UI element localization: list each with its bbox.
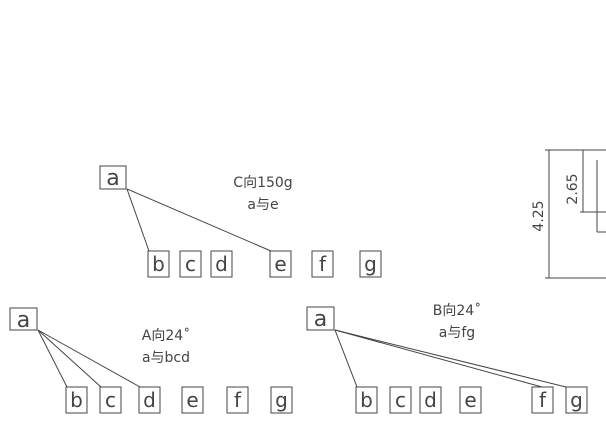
connector-a-b [334, 329, 358, 388]
node-d-label: d [215, 252, 228, 276]
node-g-label: g [275, 388, 288, 412]
node-d-label: d [424, 388, 437, 412]
node-d-label: d [143, 388, 156, 412]
caption-direction: C向150g [233, 175, 292, 191]
node-c-label: c [185, 252, 196, 276]
caption-pair: a与fg [439, 325, 475, 341]
node-c-label: c [395, 388, 406, 412]
node-c-label: c [105, 388, 116, 412]
group-a: a b c d e f g A向24˚ a与bcd [9, 307, 293, 414]
dim-value-inner: 2.65 [565, 173, 581, 204]
node-g [359, 250, 382, 278]
node-a-label: a [106, 166, 119, 191]
node-a [9, 307, 38, 331]
caption-direction: B向24˚ [433, 302, 481, 319]
node-b-label: b [70, 388, 83, 412]
node-f [226, 386, 249, 414]
group-c: a b c d e f g C向150g a与e [99, 165, 382, 278]
node-f [531, 386, 554, 414]
connector-a-b [37, 329, 68, 388]
node-b [65, 386, 88, 414]
node-f-label: f [539, 388, 547, 412]
node-d [210, 250, 233, 278]
node-b-label: b [360, 388, 373, 412]
node-e [269, 250, 292, 278]
node-a-label: a [314, 307, 327, 332]
connector-a-c [37, 329, 102, 388]
node-g-label: g [364, 252, 377, 276]
node-b [147, 250, 170, 278]
node-g [270, 386, 293, 414]
node-e [181, 386, 204, 414]
node-e-label: e [274, 252, 286, 276]
caption-direction: A向24˚ [142, 327, 190, 344]
connector-a-d [37, 329, 141, 388]
node-g [565, 386, 588, 414]
node-d [138, 386, 161, 414]
group-b: a b c d e f g B向24˚ a与fg [306, 302, 588, 414]
node-g-label: g [570, 388, 583, 412]
caption-pair: a与bcd [142, 350, 190, 366]
caption-pair: a与e [247, 197, 278, 213]
node-f [311, 250, 334, 278]
node-a [306, 306, 335, 331]
connector-a-g [334, 329, 567, 388]
node-c [389, 386, 412, 414]
node-c [179, 250, 202, 278]
connector-a-f [334, 329, 543, 388]
connector-a-e [126, 188, 272, 252]
node-f-label: f [319, 252, 327, 276]
dim-value-outer: 4.25 [531, 200, 547, 231]
dimension-annotation: 4.25 2.65 [531, 149, 606, 279]
node-b [355, 386, 378, 414]
node-e [459, 386, 482, 414]
node-a-label: a [17, 308, 30, 333]
node-c [99, 386, 122, 414]
connector-a-b [126, 188, 150, 252]
node-a [99, 165, 127, 190]
node-e-label: e [186, 388, 198, 412]
node-b-label: b [152, 252, 165, 276]
node-e-label: e [464, 388, 476, 412]
node-f-label: f [234, 388, 242, 412]
node-d [419, 386, 442, 414]
